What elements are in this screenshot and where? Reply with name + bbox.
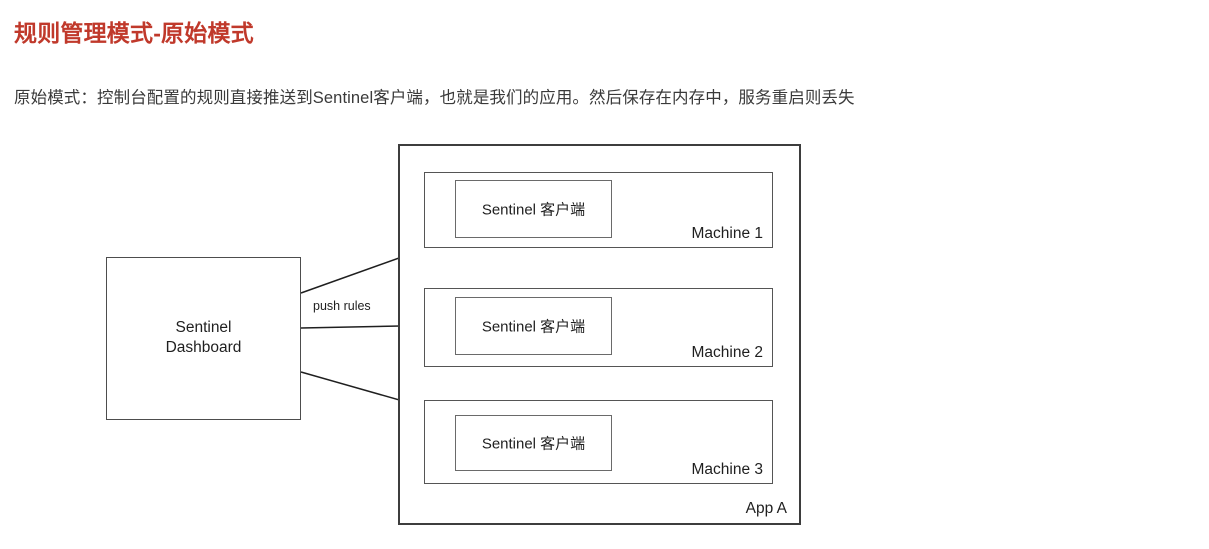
architecture-diagram: Sentinel Dashboard push rules App A Mach… — [0, 130, 1209, 549]
machine-3-label: Machine 3 — [691, 461, 763, 478]
machine-2-label: Machine 2 — [691, 344, 763, 361]
push-rules-edge-label: push rules — [313, 299, 371, 313]
page-title: 规则管理模式-原始模式 — [14, 20, 254, 46]
sentinel-client-box-3[interactable]: Sentinel 客户端 — [455, 415, 612, 471]
sentinel-client-box-1[interactable]: Sentinel 客户端 — [455, 180, 612, 238]
sentinel-client-label-3: Sentinel 客户端 — [481, 435, 586, 453]
sentinel-client-box-2[interactable]: Sentinel 客户端 — [455, 297, 612, 355]
sentinel-dashboard-box[interactable]: Sentinel Dashboard — [106, 257, 301, 420]
sentinel-dashboard-label: Sentinel Dashboard — [165, 318, 242, 357]
app-a-label: App A — [745, 500, 787, 517]
page-subtitle: 原始模式：控制台配置的规则直接推送到Sentinel客户端，也就是我们的应用。然… — [14, 89, 855, 107]
sentinel-client-label-1: Sentinel 客户端 — [481, 201, 586, 219]
sentinel-client-label-2: Sentinel 客户端 — [481, 318, 586, 336]
machine-1-label: Machine 1 — [691, 225, 763, 242]
